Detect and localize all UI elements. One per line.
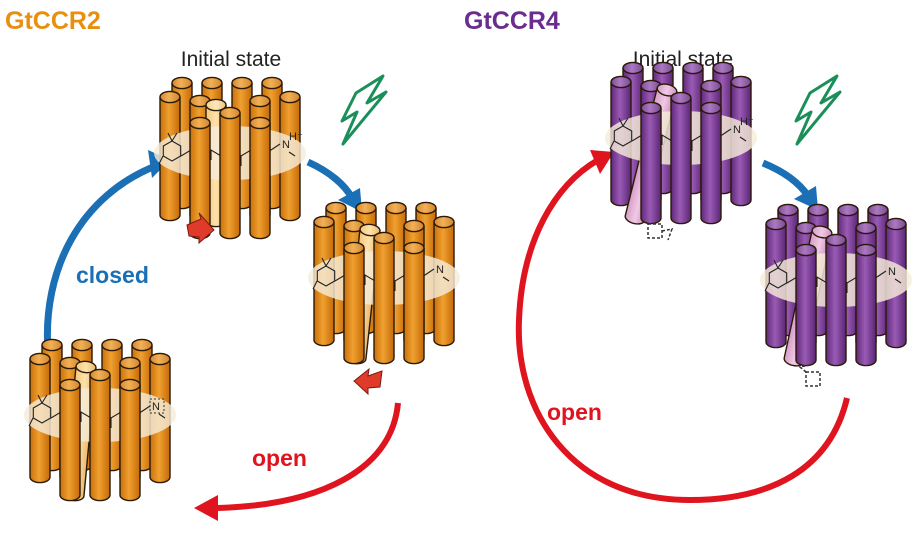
- lightning-bolt-icon: [340, 74, 388, 146]
- gtccr2-intermediate-bundle: N: [308, 201, 460, 365]
- helix-cylinder: [343, 241, 365, 365]
- gtccr2-open-transition-arrow: [194, 402, 401, 521]
- helix-cylinder: [670, 91, 692, 225]
- helix-cylinder: [855, 243, 877, 367]
- motion-arrow-icon: [353, 367, 383, 396]
- gtccr2-closed-bundle: N: [24, 338, 176, 502]
- gtccr2-open-transition-label: open: [252, 445, 307, 471]
- gtccr4-initial-state-bundle: NH⁺: [605, 61, 757, 225]
- lightning-bolt-icon: [794, 74, 842, 146]
- nitrogen-label: N: [436, 264, 444, 276]
- closed-transition-arrow: [43, 150, 170, 353]
- helix-cylinder: [59, 378, 81, 502]
- nitrogen-label: N: [888, 266, 896, 278]
- helix-cylinder: [403, 241, 425, 365]
- helix-cylinder: [700, 101, 722, 225]
- gtccr2-initial-state-label: Initial state: [181, 48, 281, 71]
- gtccr4-open-transition-arrow: [515, 150, 850, 504]
- helix-cylinder: [219, 106, 241, 240]
- helix-cylinder: [249, 116, 271, 240]
- proton-label: H⁺: [740, 116, 754, 128]
- helix-cylinder: [119, 378, 141, 502]
- helix-cylinder: [825, 233, 847, 367]
- gtccr4-open-transition-label: open: [547, 399, 602, 425]
- motion-arrow-icon: [186, 212, 215, 245]
- nitrogen-label: N: [733, 124, 741, 136]
- dashed-square-arrow-icon: [647, 223, 674, 241]
- dashed-square-arrow-icon: [798, 364, 821, 387]
- gtccr2-initial-state-bundle: NH⁺: [154, 76, 306, 240]
- nitrogen-label: N: [282, 139, 290, 151]
- nitrogen-label: N: [152, 401, 160, 413]
- closed-transition-label: closed: [76, 262, 149, 288]
- proton-label: H⁺: [289, 131, 303, 143]
- helix-cylinder: [89, 368, 111, 502]
- helix-cylinder: [373, 231, 395, 365]
- gtccr4-title: GtCCR4: [464, 7, 560, 35]
- helix-cylinder: [795, 243, 817, 367]
- helix-cylinder: [640, 101, 662, 225]
- gtccr4-light-step-arrow: [761, 159, 818, 210]
- gtccr4-intermediate-bundle: N: [760, 203, 912, 367]
- gtccr2-title: GtCCR2: [5, 7, 101, 35]
